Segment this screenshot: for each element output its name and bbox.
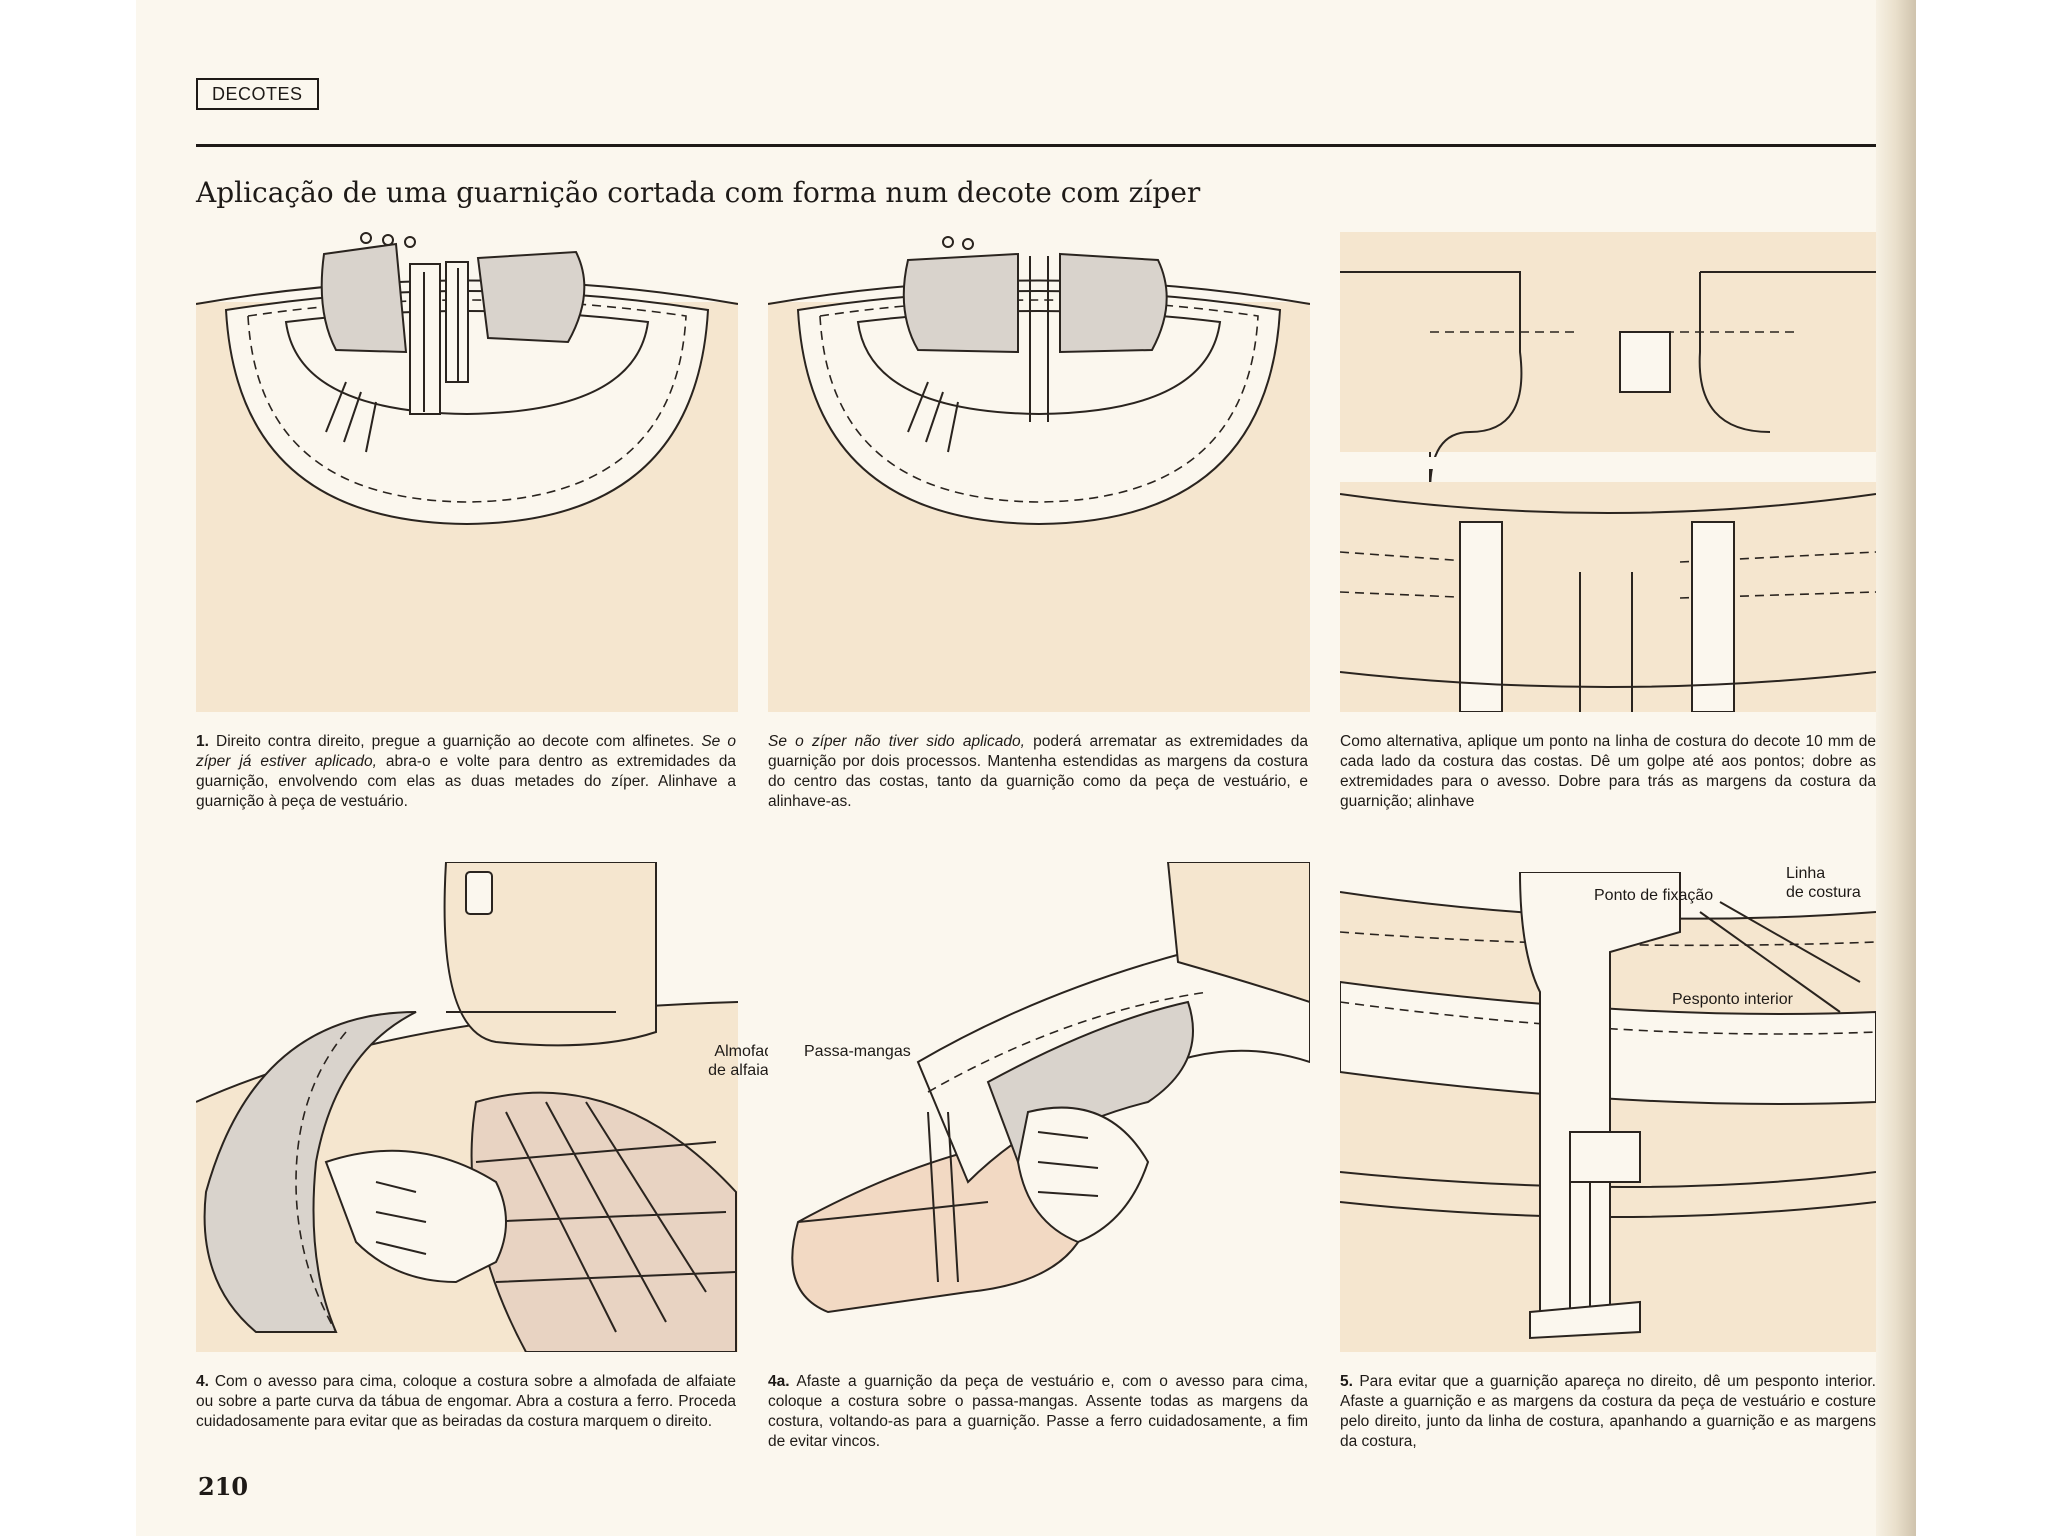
illustration-step-4 — [196, 862, 738, 1352]
illustration-step-5 — [1340, 872, 1876, 1352]
header-rule — [196, 144, 1876, 147]
section-tag: DECOTES — [196, 78, 319, 110]
label-almofada-de-alfaiate: Almofada de alfaiate — [672, 1042, 782, 1080]
illustration-step-3 — [1340, 232, 1876, 712]
label-pesponto-interior: Pesponto interior — [1672, 990, 1793, 1009]
caption-step-4: 4. Com o avesso para cima, coloque a cos… — [196, 1372, 736, 1432]
caption-step-3: Como alternativa, aplique um ponto na li… — [1340, 732, 1876, 812]
label-ponto-de-fixacao: Ponto de fixação — [1594, 886, 1713, 905]
caption-step-1: 1. Direito contra direito, pregue a guar… — [196, 732, 736, 812]
label-linha-de-costura: Linha de costura — [1786, 864, 1861, 902]
book-page: DECOTES Aplicação de uma guarnição corta… — [136, 0, 1916, 1536]
caption-step-4a: 4a. Afaste a guarnição da peça de vestuá… — [768, 1372, 1308, 1452]
caption-step-2: Se o zíper não tiver sido aplicado, pode… — [768, 732, 1308, 812]
page-spine-shadow — [1876, 0, 1916, 1536]
illustration-step-1 — [196, 232, 738, 712]
illustration-step-2 — [768, 232, 1310, 712]
illustration-step-4a — [768, 862, 1310, 1352]
caption-step-5: 5. Para evitar que a guarnição apareça n… — [1340, 1372, 1876, 1452]
label-passa-mangas: Passa-mangas — [804, 1042, 911, 1061]
page-number: 210 — [198, 1472, 248, 1501]
page-title: Aplicação de uma guarnição cortada com f… — [196, 176, 1200, 209]
